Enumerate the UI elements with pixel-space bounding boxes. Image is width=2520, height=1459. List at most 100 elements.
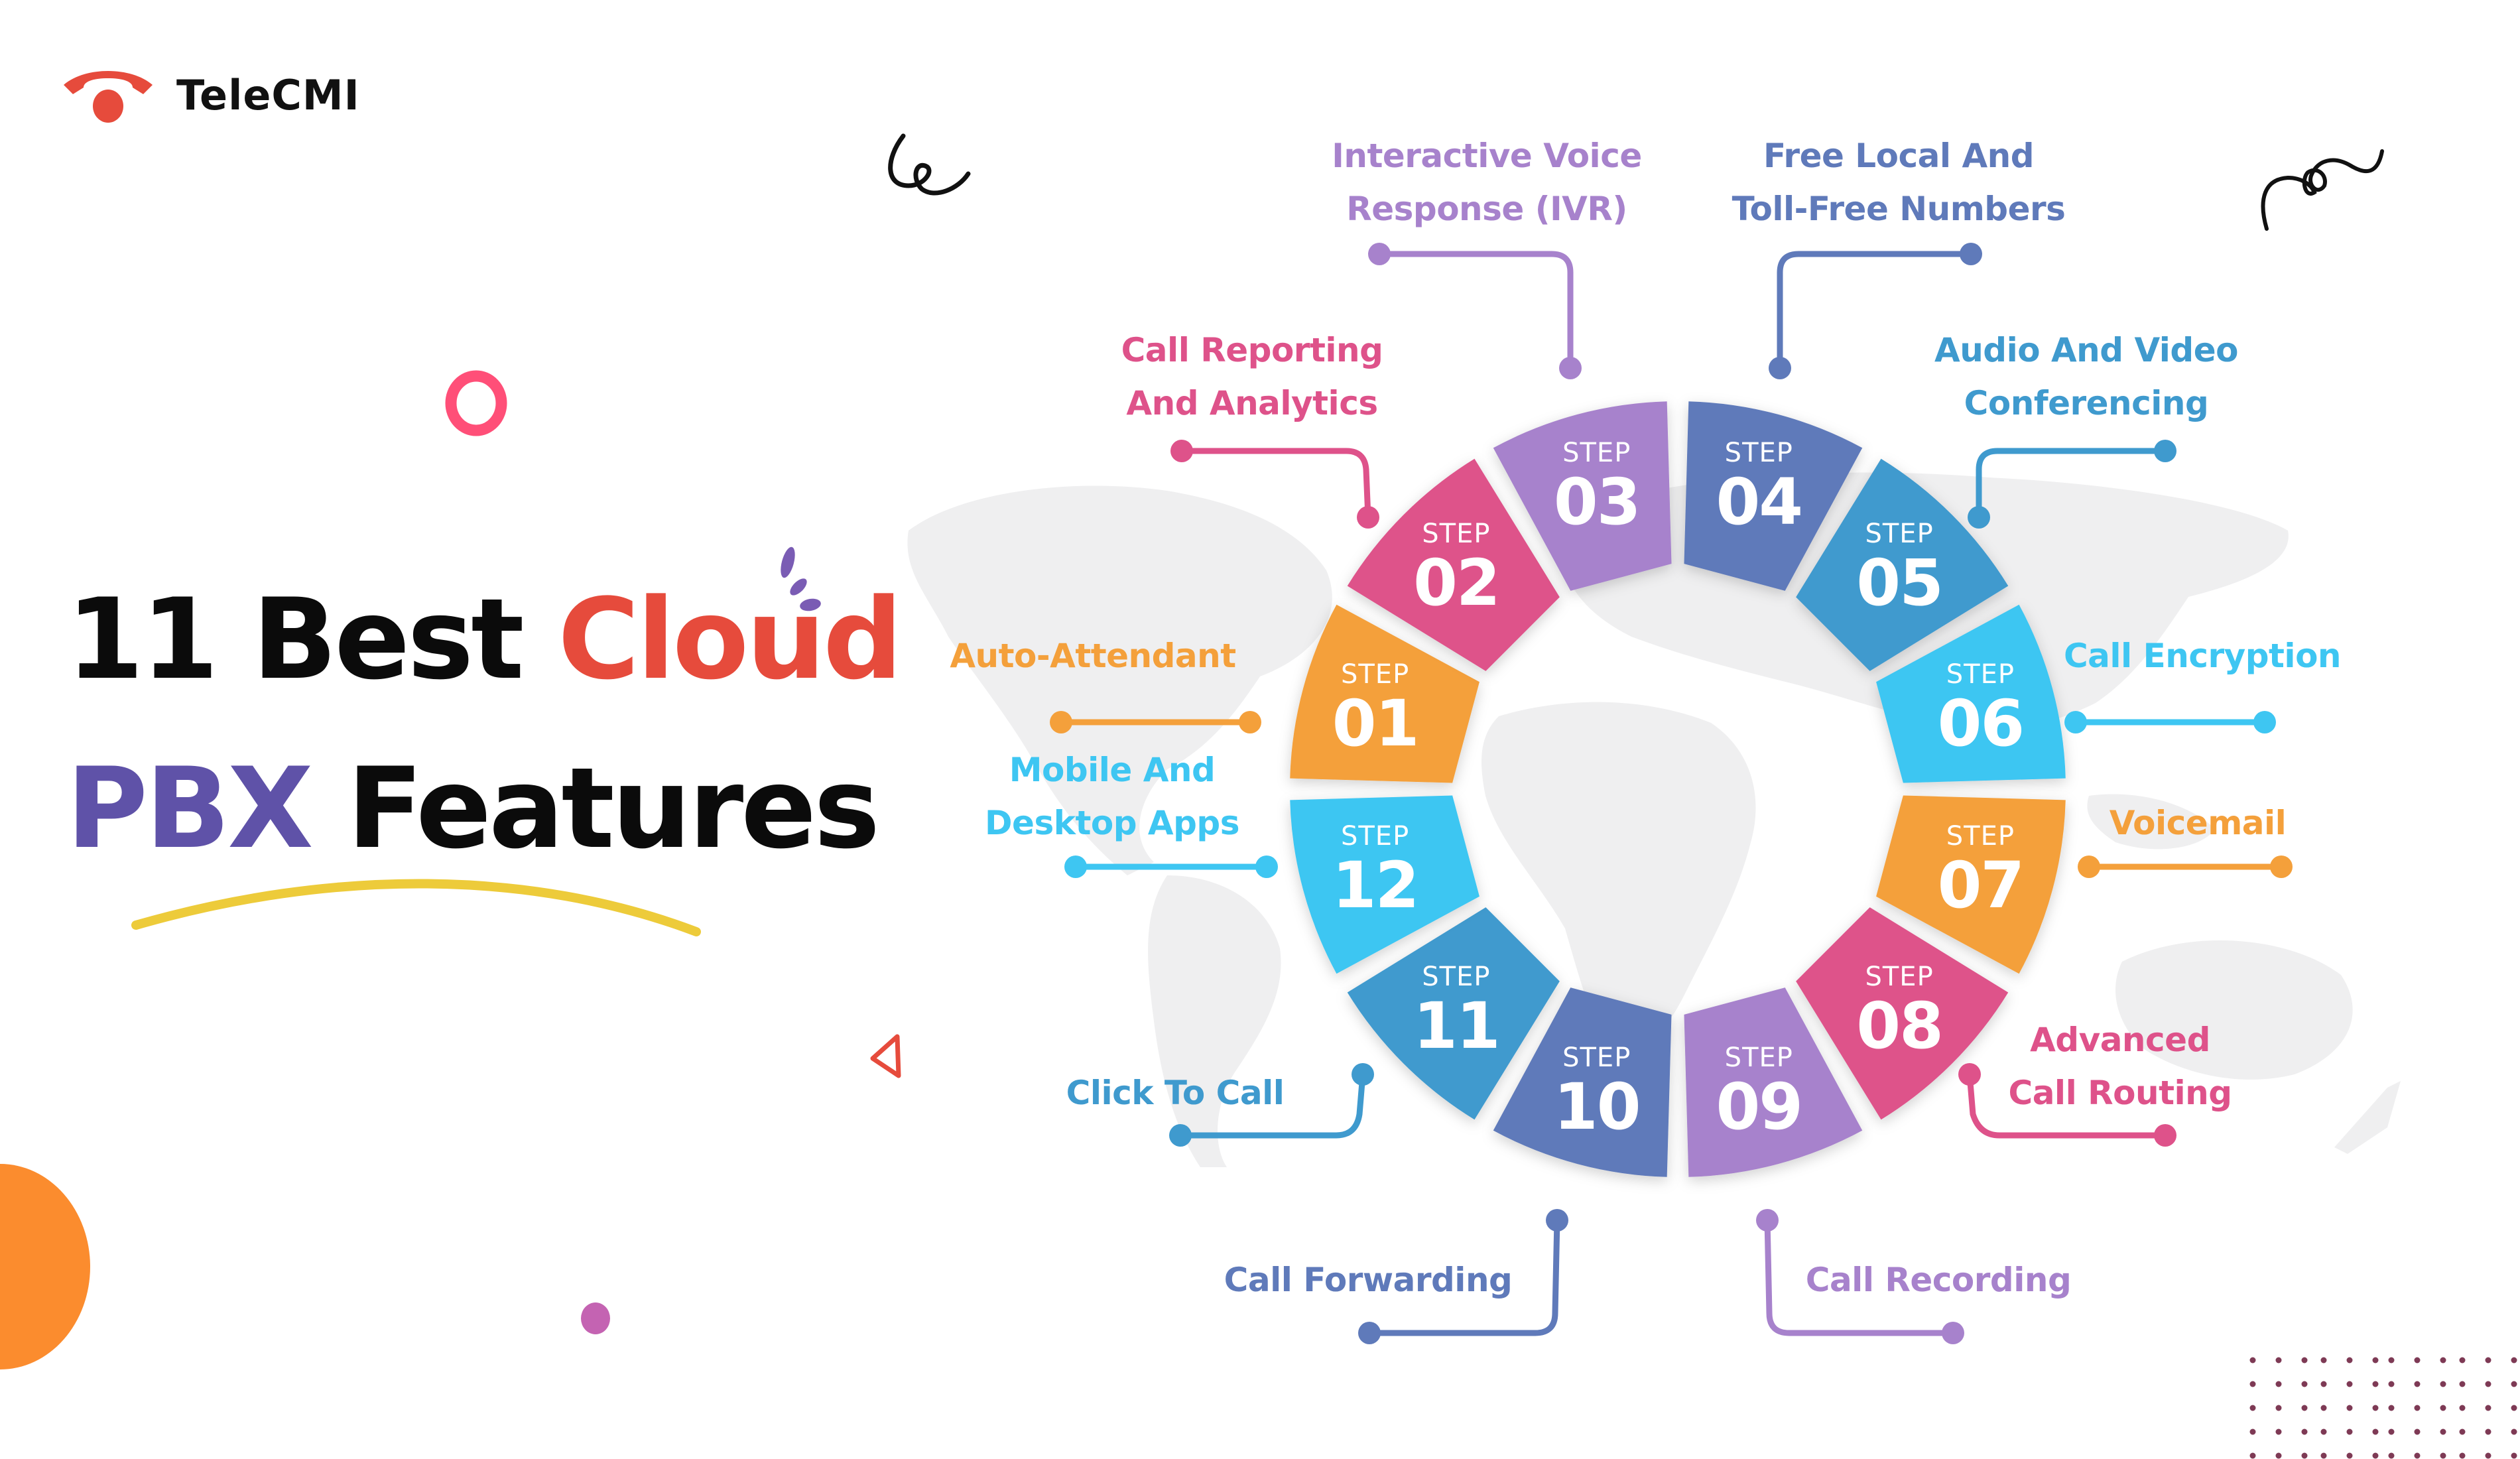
connector-endpoint-icon <box>1559 357 1582 379</box>
feature-label-call-reporting: Call Reporting And Analytics <box>1121 331 1383 422</box>
step-word: STEP <box>1724 1043 1793 1074</box>
orange-circle-decoration <box>0 1164 90 1369</box>
connector-endpoint-icon <box>1357 506 1379 529</box>
step-word: STEP <box>1865 962 1934 993</box>
connector-line <box>1976 448 2169 521</box>
feature-label-voicemail: Voicemail <box>2109 804 2287 842</box>
headline-line-1: 11 Best Cloud <box>66 584 903 695</box>
connector-endpoint-icon <box>1050 711 1072 733</box>
squiggle-decoration-icon <box>888 133 971 196</box>
feature-label-mobile-desktop: Mobile And Desktop Apps <box>985 751 1239 842</box>
connector-endpoint-icon <box>2154 440 2176 462</box>
triangle-decoration-icon <box>870 1034 901 1078</box>
step-word: STEP <box>1724 437 1793 468</box>
connector-line <box>1777 251 1974 371</box>
connector-endpoint-icon <box>1942 1322 1964 1344</box>
squiggle-decoration-icon <box>2261 149 2384 231</box>
connector-line <box>1376 251 1574 371</box>
step-word: STEP <box>1340 659 1410 690</box>
connector-endpoint-icon <box>1769 357 1791 379</box>
feature-label-audio-video: Audio And Video Conferencing <box>1934 331 2238 422</box>
wheel-segment-step-09 <box>1684 987 1863 1177</box>
splash-decoration-icon <box>781 546 821 611</box>
feature-label-call-recording: Call Recording <box>1805 1261 2072 1299</box>
dot-grid-decoration <box>2249 1357 2517 1459</box>
wheel-segment-step-03 <box>1493 401 1672 591</box>
connector-endpoint-icon <box>2154 1124 2176 1147</box>
connector-endpoint-icon <box>1255 856 1278 878</box>
wheel-segment-step-12 <box>1290 795 1480 974</box>
step-word: STEP <box>1562 1043 1631 1074</box>
connector-line <box>1366 1217 1560 1336</box>
connector-line <box>1177 1071 1366 1139</box>
step-number: 01 <box>1332 686 1420 761</box>
brand-logo[interactable]: TeleCMI <box>58 58 360 131</box>
step-number: 07 <box>1937 848 2025 923</box>
headline-text: 11 Best <box>66 574 558 704</box>
step-number: 05 <box>1856 545 1944 620</box>
wheel-segment-step-06 <box>1876 604 2066 783</box>
headline-highlight: PBX <box>66 743 347 873</box>
connector-line <box>1764 1217 1956 1336</box>
step-word: STEP <box>1422 962 1491 993</box>
step-word: STEP <box>1946 659 2015 690</box>
connector-endpoint-icon <box>1958 1063 1981 1086</box>
feature-label-call-forwarding: Call Forwarding <box>1224 1261 1513 1299</box>
feature-label-free-local-numbers: Free Local And Toll-Free Numbers <box>1732 137 2066 228</box>
feature-label-auto-attendant: Auto-Attendant <box>950 637 1236 675</box>
connector-line <box>1178 448 1371 521</box>
headline-highlight: Cloud <box>558 574 903 704</box>
step-number: 12 <box>1332 848 1420 923</box>
connector-endpoint-icon <box>2253 711 2276 733</box>
brand-name: TeleCMI <box>176 70 360 119</box>
headline-underline <box>131 879 701 936</box>
wheel-segment-step-07 <box>1876 795 2066 974</box>
connector-endpoint-icon <box>1170 440 1193 462</box>
step-number: 11 <box>1413 989 1501 1064</box>
step-number: 10 <box>1553 1070 1641 1145</box>
connector-endpoint-icon <box>1756 1209 1779 1232</box>
step-word: STEP <box>1946 821 2015 852</box>
ring-decoration-icon <box>445 370 507 436</box>
step-number: 02 <box>1413 545 1501 620</box>
connector-endpoint-icon <box>1169 1124 1192 1147</box>
wheel-segment-step-01 <box>1290 604 1480 783</box>
small-dot-decoration <box>581 1302 610 1334</box>
step-word: STEP <box>1422 518 1491 549</box>
phone-handset-icon <box>64 71 153 123</box>
headline-line-2: PBX Features <box>66 753 880 864</box>
wheel-segment-step-11 <box>1347 907 1560 1120</box>
feature-label-advanced-routing: Advanced Call Routing <box>2008 1021 2233 1112</box>
wheel-segment-step-04 <box>1684 401 1863 591</box>
feature-label-call-encryption: Call Encryption <box>2063 637 2342 675</box>
feature-label-ivr: Interactive Voice Response (IVR) <box>1332 137 1642 228</box>
step-number: 08 <box>1856 989 1944 1064</box>
feature-label-click-to-call: Click To Call <box>1066 1074 1285 1112</box>
connector-endpoint-icon <box>1358 1322 1381 1344</box>
step-number: 04 <box>1716 464 1803 539</box>
wheel-segment-step-08 <box>1796 907 2009 1120</box>
connector-endpoint-icon <box>1239 711 1261 733</box>
step-word: STEP <box>1865 518 1934 549</box>
step-word: STEP <box>1562 437 1631 468</box>
wheel-segment-step-10 <box>1493 987 1672 1177</box>
connector-endpoint-icon <box>1968 506 1990 529</box>
connector-endpoint-icon <box>1368 243 1391 265</box>
connector-endpoint-icon <box>2064 711 2087 733</box>
step-number: 03 <box>1553 464 1641 539</box>
connector-endpoint-icon <box>2078 856 2100 878</box>
